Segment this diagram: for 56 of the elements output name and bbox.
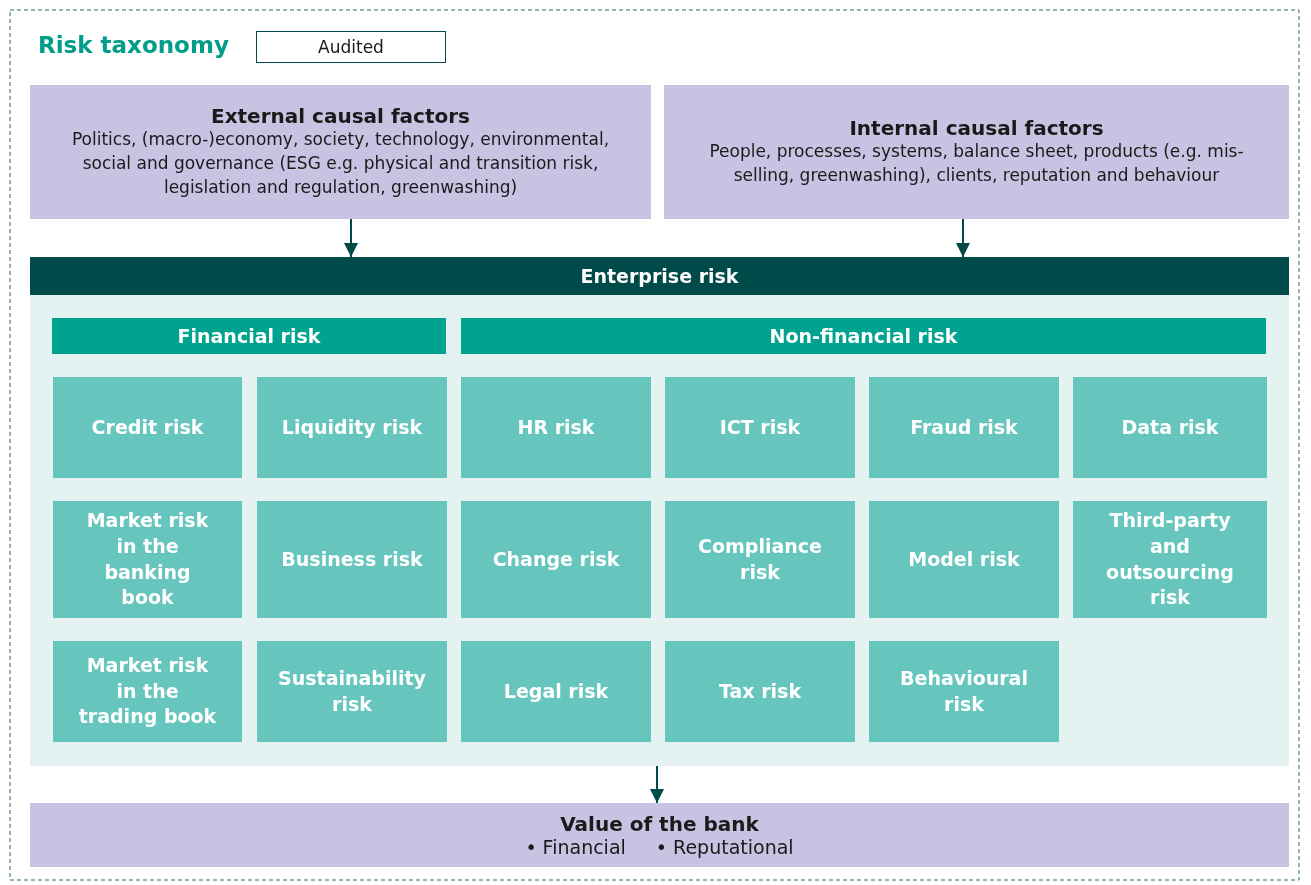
tile-label: HR risk [517, 414, 595, 440]
bullet-item: • Reputational [655, 836, 794, 858]
bullet-item: • Financial [525, 836, 626, 858]
tile-label: Model risk [908, 546, 1020, 572]
enterprise-risk-panel [30, 257, 1289, 766]
diagram-title: Risk taxonomy [38, 32, 229, 58]
risk-tile [53, 641, 242, 742]
header-label: Financial risk [177, 325, 321, 347]
tile-label: Market risk in the banking book [85, 508, 210, 611]
risk-tile [461, 641, 651, 742]
box-description: People, processes, systems, balance sheet, products (e.g. mis-selling, greenwashing), clients, reputation and behaviour [708, 140, 1245, 187]
value-box [30, 803, 1289, 867]
risk-tile [665, 377, 855, 478]
risk-tile [461, 501, 651, 618]
arrow [650, 765, 664, 804]
tile-label: ICT risk [719, 414, 801, 440]
arrow [956, 218, 970, 258]
risk-tile [869, 377, 1059, 478]
panel-header: Enterprise risk [30, 257, 1289, 295]
tile-label: Change risk [492, 546, 620, 572]
risk-tile [461, 377, 651, 478]
tile-label: Fraud risk [910, 414, 1018, 440]
box-heading: Internal causal factors [849, 116, 1104, 141]
causal-factors-box [30, 85, 651, 219]
tile-label: Sustainability risk [278, 665, 426, 717]
tile-label: Business risk [281, 546, 423, 572]
tag-label: Audited [318, 37, 384, 57]
category-header [52, 318, 446, 354]
tile-label: Third-party and outsourcing risk [1105, 508, 1235, 611]
category-header [461, 318, 1266, 354]
risk-tile [257, 641, 447, 742]
risk-tile [257, 501, 447, 618]
risk-tile [869, 641, 1059, 742]
causal-factors-box [664, 85, 1289, 219]
risk-tile [53, 377, 242, 478]
risk-tile [1073, 501, 1267, 618]
tile-label: Credit risk [91, 414, 204, 440]
tile-label: Legal risk [503, 678, 609, 704]
tile-label: Behavioural risk [899, 665, 1029, 717]
risk-tile [53, 501, 242, 618]
status-tag [256, 31, 446, 63]
tile-label: Tax risk [719, 678, 801, 704]
risk-tile [665, 641, 855, 742]
tile-label: Liquidity risk [281, 414, 423, 440]
tile-label: Data risk [1121, 414, 1219, 440]
tile-label: Market risk in the trading book [77, 653, 218, 730]
risk-tile [665, 501, 855, 618]
arrow [344, 218, 358, 258]
box-heading: External causal factors [210, 104, 470, 129]
header-label: Non-financial risk [769, 325, 958, 347]
risk-tile [1073, 377, 1267, 478]
tile-label: Compliance risk [697, 533, 823, 585]
box-description: Politics, (macro-)economy, society, technology, environmental, social and governance (ESG e.g. physical and transition risk, legislation and regulation, greenwashing) [70, 128, 611, 199]
box-heading: Value of the bank [559, 812, 760, 836]
risk-tile [869, 501, 1059, 618]
risk-tile [257, 377, 447, 478]
